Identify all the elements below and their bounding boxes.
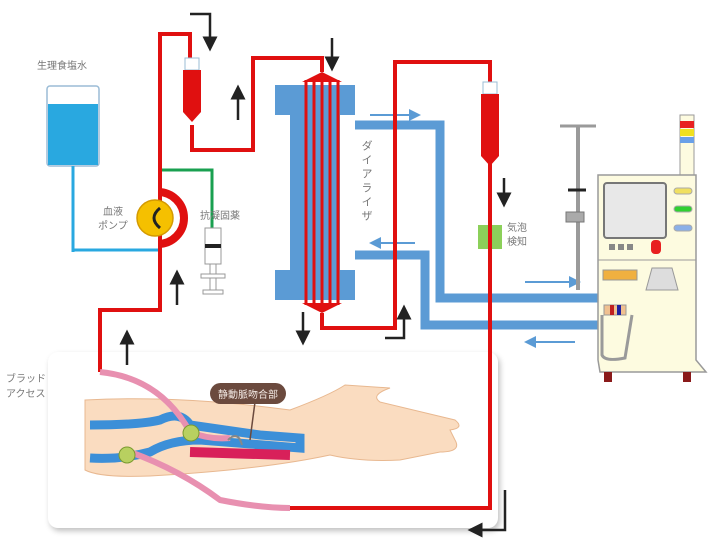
arm-illustration <box>84 369 460 511</box>
blood-access-label-line1: ブラッド <box>6 374 46 385</box>
dialyzer-label: ダイアライザ <box>360 140 373 224</box>
saline-label: 生理食塩水 <box>37 61 87 72</box>
drip-chamber-venous <box>481 81 499 166</box>
anticoagulant-label: 抗凝固薬 <box>200 211 240 222</box>
anastomosis-label: 静動脈吻合部 <box>210 383 286 404</box>
flow-arrows <box>119 12 512 538</box>
anticoagulant-syringe <box>162 168 226 295</box>
saline-bag <box>46 85 160 252</box>
blood-access-label-line2: アクセス <box>6 389 46 400</box>
blood-pump-label-line1: 血液 <box>103 207 123 218</box>
bubble-detector-label-line1: 気泡 <box>507 223 527 234</box>
dialysate-lines <box>355 120 605 330</box>
bubble-detector-label-line2: 検知 <box>507 237 527 248</box>
dialysis-machine <box>560 114 708 382</box>
dialyzer <box>275 72 355 313</box>
blood-lines <box>98 32 492 510</box>
drip-chamber-arterial <box>183 57 201 122</box>
blood-pump-label-line2: ポンプ <box>98 221 128 232</box>
blood-pump <box>136 188 188 248</box>
